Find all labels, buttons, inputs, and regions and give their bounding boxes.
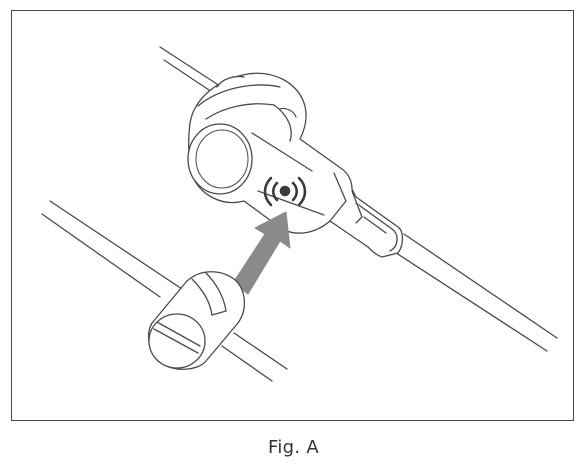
direction-arrow-icon <box>232 211 291 295</box>
device-illustration <box>41 46 558 382</box>
figure-caption: Fig. A <box>267 437 320 458</box>
figure-frame <box>11 10 574 421</box>
magnet-clip <box>147 271 245 370</box>
wireless-signal-icon <box>263 176 307 207</box>
sensor-housing <box>187 72 404 258</box>
lower-cable <box>41 200 288 382</box>
